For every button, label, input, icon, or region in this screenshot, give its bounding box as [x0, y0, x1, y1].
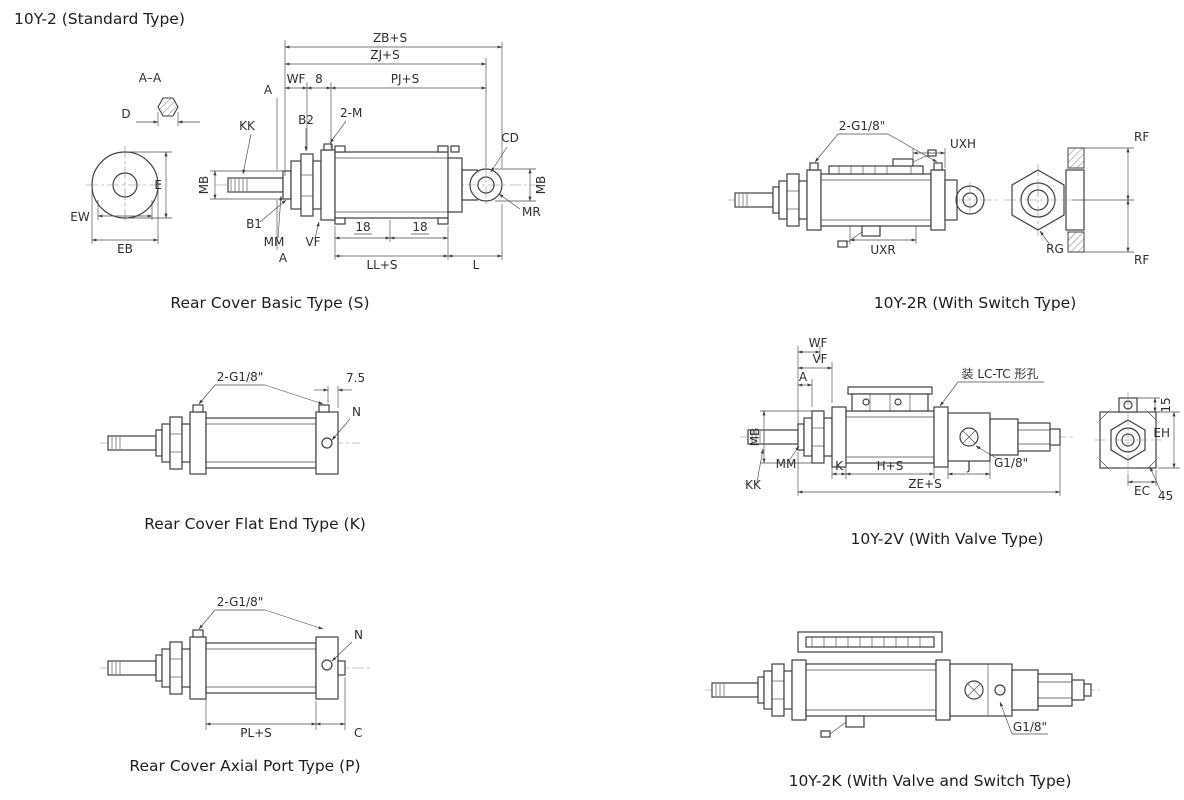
label-ports-k: 2-G1/8" — [217, 370, 264, 384]
label-18-b: 18 — [412, 220, 427, 234]
label-kk-v: KK — [745, 478, 762, 492]
label-k-v: K — [835, 459, 844, 473]
basic-s-drawing — [215, 143, 540, 225]
label-eb: EB — [117, 242, 133, 256]
label-8: 8 — [315, 72, 323, 86]
caption-valve-switch-k: 10Y-2K (With Valve and Switch Type) — [789, 772, 1072, 790]
figure-axial-p: 2-G1/8" N PL+S C Rear Cover Axial Port T… — [100, 595, 370, 775]
label-vf: VF — [305, 235, 320, 249]
label-45-v: 45 — [1158, 489, 1173, 503]
label-h-v: H+S — [877, 459, 904, 473]
label-mb-right: MB — [534, 176, 548, 195]
label-mb-left: MB — [197, 176, 211, 195]
label-vf-v: VF — [812, 352, 827, 366]
label-75: 7.5 — [346, 371, 365, 385]
label-uxh: UXH — [950, 137, 976, 151]
label-ew: EW — [70, 210, 90, 224]
label-ll: LL+S — [366, 258, 397, 272]
label-section-aa: A–A — [139, 71, 162, 85]
valve-switch-k-dimensions: G1/8" — [999, 701, 1048, 735]
figure-valve-v: WF VF A MB MM KK K H+S J G1/8" — [740, 336, 1180, 548]
caption-flat-k: Rear Cover Flat End Type (K) — [144, 515, 366, 533]
flat-k-drawing — [100, 404, 360, 475]
label-wf-v: WF — [809, 336, 828, 350]
label-ports-p: 2-G1/8" — [217, 595, 264, 609]
label-ze-v: ZE+S — [908, 477, 941, 491]
basic-s-dimensions: ZB+S ZJ+S WF 8 PJ+S A A KK B2 2-M CD MR — [197, 31, 548, 272]
label-cd: CD — [501, 131, 519, 145]
caption-basic-s: Rear Cover Basic Type (S) — [170, 294, 369, 312]
label-mm-v: MM — [776, 457, 797, 471]
label-b2: B2 — [298, 113, 314, 127]
valve-v-drawing — [740, 386, 1075, 468]
figure-switch-r: 2-G1/8" UXH UXR RF RF RG 10Y-2R (With Sw… — [728, 119, 1149, 312]
label-n-p: N — [354, 628, 363, 642]
label-b1: B1 — [246, 217, 262, 231]
label-pl: PL+S — [240, 726, 272, 740]
caption-switch-r: 10Y-2R (With Switch Type) — [874, 294, 1077, 312]
label-a-top: A — [264, 83, 273, 97]
page-title: 10Y-2 (Standard Type) — [14, 10, 185, 28]
caption-axial-p: Rear Cover Axial Port Type (P) — [129, 757, 360, 775]
label-pj: PJ+S — [391, 72, 419, 86]
basic-s-section-aa: A–A D — [121, 71, 200, 126]
figure-flat-k: 2-G1/8" 7.5 N Rear Cover Flat End Type (… — [100, 370, 366, 533]
label-e: E — [154, 178, 162, 192]
flat-k-dimensions: 2-G1/8" 7.5 N — [198, 370, 365, 441]
label-rf-top: RF — [1134, 130, 1149, 144]
label-port-v: G1/8" — [994, 456, 1028, 470]
axial-p-dimensions: 2-G1/8" N PL+S C — [198, 595, 363, 740]
label-15-v: 15 — [1159, 397, 1173, 412]
label-a-bottom: A — [279, 251, 288, 265]
valve-v-end-view: 15 EH EC 45 — [1094, 392, 1180, 503]
label-d: D — [121, 107, 130, 121]
label-kk: KK — [239, 119, 256, 133]
switch-r-end-view — [1004, 147, 1085, 253]
label-rg: RG — [1046, 242, 1064, 256]
label-2m: 2-M — [340, 106, 362, 120]
label-mm: MM — [264, 235, 285, 249]
label-mr: MR — [522, 205, 541, 219]
figure-basic-s: A–A D E EW EB — [70, 31, 548, 312]
label-c: C — [354, 726, 362, 740]
label-j-v: J — [966, 459, 971, 473]
caption-valve-v: 10Y-2V (With Valve Type) — [851, 530, 1044, 548]
label-a-v: A — [799, 370, 808, 384]
label-ports-r: 2-G1/8" — [839, 119, 886, 133]
valve-v-dimensions: WF VF A MB MM KK K H+S J G1/8" — [745, 336, 1061, 496]
label-ec-v: EC — [1134, 484, 1150, 498]
label-note-lctc: 装 LC-TC 形孔 — [962, 367, 1039, 381]
label-18-a: 18 — [355, 220, 370, 234]
label-uxr: UXR — [870, 243, 895, 257]
switch-r-dimensions: 2-G1/8" UXH UXR RF RF RG — [814, 119, 1149, 267]
valve-switch-k-drawing — [705, 631, 1100, 738]
label-n-k: N — [352, 405, 361, 419]
label-zb: ZB+S — [373, 31, 407, 45]
label-rf-bottom: RF — [1134, 253, 1149, 267]
label-l: L — [473, 258, 480, 272]
label-wf: WF — [287, 72, 306, 86]
switch-r-drawing — [728, 149, 1000, 248]
hex-section — [157, 97, 179, 117]
label-zj: ZJ+S — [370, 48, 399, 62]
figure-valve-switch-k: G1/8" 10Y-2K (With Valve and Switch Type… — [705, 631, 1100, 790]
axial-p-drawing — [100, 629, 370, 700]
label-eh-v: EH — [1153, 426, 1170, 440]
basic-s-end-view: E EW EB — [70, 146, 172, 256]
label-mb-v: MB — [748, 428, 762, 447]
label-port-k2: G1/8" — [1013, 720, 1047, 734]
